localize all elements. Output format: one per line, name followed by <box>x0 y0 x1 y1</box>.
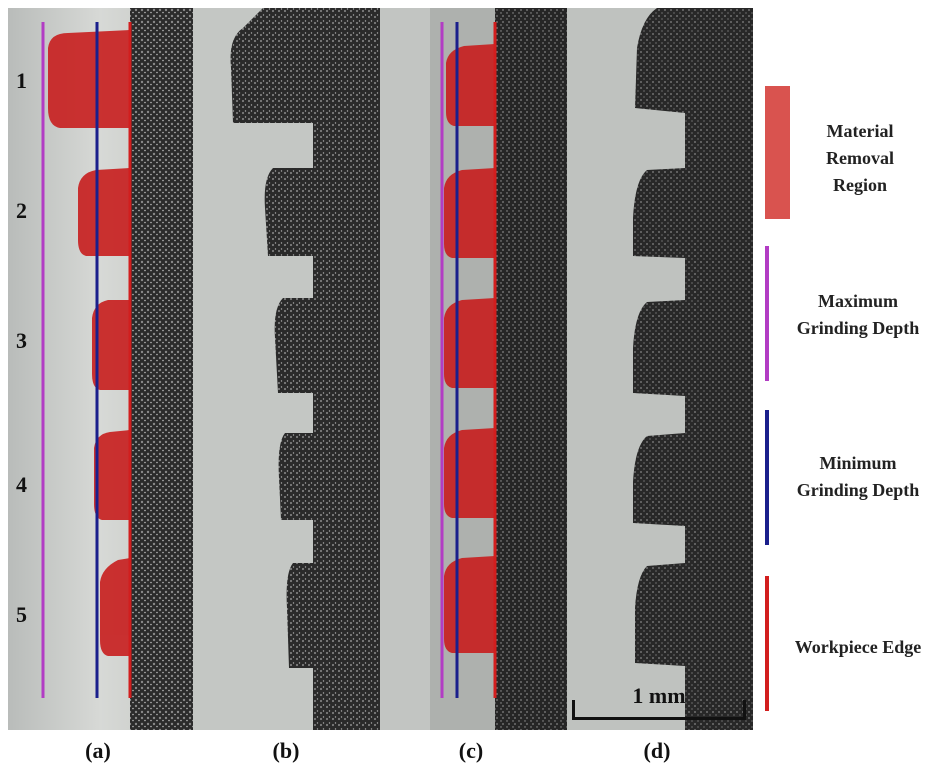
panel-b-image <box>193 8 380 730</box>
legend-label-removal: Material Removal Region <box>826 121 894 195</box>
legend-swatch-max-depth <box>765 246 769 381</box>
panel-d <box>567 8 753 730</box>
panel-b <box>193 8 380 730</box>
legend-label-workpiece-edge: Workpiece Edge <box>794 637 922 657</box>
workpiece-dark-region <box>495 8 567 730</box>
row-label-2: 2 <box>16 198 27 223</box>
subfigure-label-a: (a) <box>85 738 111 763</box>
subfigure-label-b: (b) <box>272 738 300 763</box>
legend-swatch-removal <box>765 86 790 219</box>
sawtooth-profile <box>633 8 753 730</box>
panel-c <box>380 8 567 730</box>
row-label-3: 3 <box>16 328 27 353</box>
panel-d-image <box>567 8 753 730</box>
row-label-5: 5 <box>16 602 27 627</box>
legend-swatch-min-depth <box>765 410 769 545</box>
panel-a <box>8 8 193 730</box>
sawtooth-profile <box>230 8 380 730</box>
legend-swatch-workpiece-edge <box>765 576 769 711</box>
workpiece-dark-region <box>130 8 193 730</box>
panel-a-image <box>8 8 193 730</box>
subfigure-label-d: (d) <box>643 738 671 763</box>
panel-c-image <box>380 8 567 730</box>
subfigure-label-c: (c) <box>458 738 484 763</box>
row-label-1: 1 <box>16 68 27 93</box>
legend-label-max-depth: Maximum Grinding Depth <box>796 291 920 338</box>
legend-label-min-depth: Minimum Grinding Depth <box>796 453 920 500</box>
scale-bar <box>572 700 746 720</box>
scale-bar-label: 1 mm <box>632 683 686 708</box>
row-label-4: 4 <box>16 472 27 497</box>
removal-regions <box>48 30 130 656</box>
